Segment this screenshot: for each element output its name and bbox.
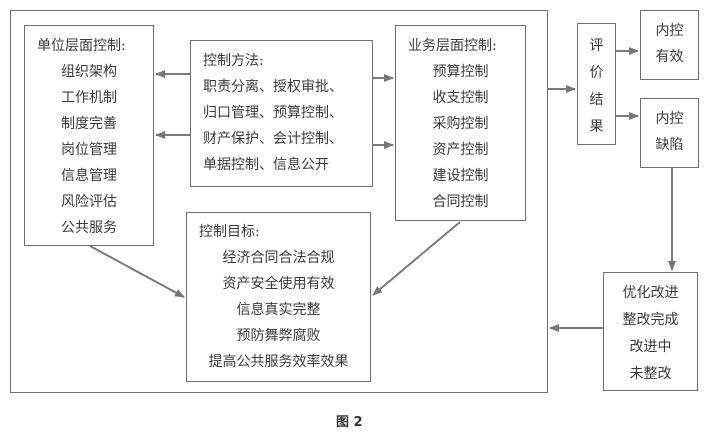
evaluation-char: 评 (589, 38, 604, 54)
unit-item: 组织架构 (61, 64, 117, 80)
unit-item: 岗位管理 (61, 142, 117, 158)
arrow-unit-to-objectives (89, 245, 185, 298)
business-item: 收支控制 (432, 90, 489, 106)
unit-item: 制度完善 (61, 116, 117, 132)
objective-item: 预防舞弊腐败 (236, 328, 321, 344)
improvement-line: 整改完成 (622, 312, 679, 328)
objective-item: 经济合同合法合规 (222, 250, 335, 266)
defect-line: 内控 (655, 111, 684, 127)
control-objectives-title: 控制目标: (199, 224, 260, 240)
unit-item: 公共服务 (61, 220, 117, 236)
business-item: 资产控制 (432, 142, 489, 158)
evaluation-char: 果 (589, 119, 604, 135)
business-level-control-title: 业务层面控制: (408, 38, 497, 54)
arrow-business-to-objectives (372, 221, 461, 296)
objective-item: 资产安全使用有效 (222, 276, 335, 292)
control-effective-box: 内控 有效 (640, 10, 699, 80)
unit-item: 工作机制 (61, 90, 117, 106)
control-methods-box: 控制方法: 职责分离、授权审批、 归口管理、预算控制、 财产保护、会计控制、 单… (190, 40, 373, 187)
improvement-line: 优化改进 (622, 285, 679, 301)
improvement-line: 未整改 (629, 366, 672, 382)
evaluation-char: 结 (589, 92, 604, 108)
evaluation-result-box: 评 价 结 果 (577, 23, 616, 145)
unit-item: 风险评估 (61, 194, 117, 210)
control-objectives-box: 控制目标: 经济合同合法合规 资产安全使用有效 信息真实完整 预防舞弊腐败 提高… (186, 212, 371, 382)
business-item: 合同控制 (432, 194, 489, 210)
control-methods-line: 财产保护、会计控制、 (203, 131, 343, 147)
control-methods-line: 职责分离、授权审批、 (203, 79, 343, 95)
business-item: 预算控制 (432, 64, 489, 80)
objective-item: 信息真实完整 (236, 302, 321, 318)
unit-item: 信息管理 (61, 168, 117, 184)
defect-line: 缺陷 (655, 137, 684, 153)
business-item: 建设控制 (432, 168, 489, 184)
effective-line: 内控 (655, 23, 684, 39)
control-methods-title: 控制方法: (203, 53, 264, 69)
unit-level-control-box: 单位层面控制: 组织架构 工作机制 制度完善 岗位管理 信息管理 风险评估 公共… (24, 25, 154, 246)
control-defect-box: 内控 缺陷 (640, 98, 699, 168)
control-methods-line: 归口管理、预算控制、 (203, 105, 343, 121)
business-level-control-box: 业务层面控制: 预算控制 收支控制 采购控制 资产控制 建设控制 合同控制 (395, 25, 526, 221)
control-methods-line: 单据控制、信息公开 (203, 157, 329, 173)
objective-item: 提高公共服务效率效果 (208, 354, 349, 370)
unit-level-control-title: 单位层面控制: (37, 38, 126, 54)
improvement-box: 优化改进 整改完成 改进中 未整改 (603, 272, 698, 391)
improvement-line: 改进中 (629, 339, 672, 355)
business-item: 采购控制 (432, 116, 489, 132)
figure-caption: 图 2 (336, 415, 363, 430)
evaluation-char: 价 (589, 65, 604, 81)
effective-line: 有效 (655, 49, 684, 65)
